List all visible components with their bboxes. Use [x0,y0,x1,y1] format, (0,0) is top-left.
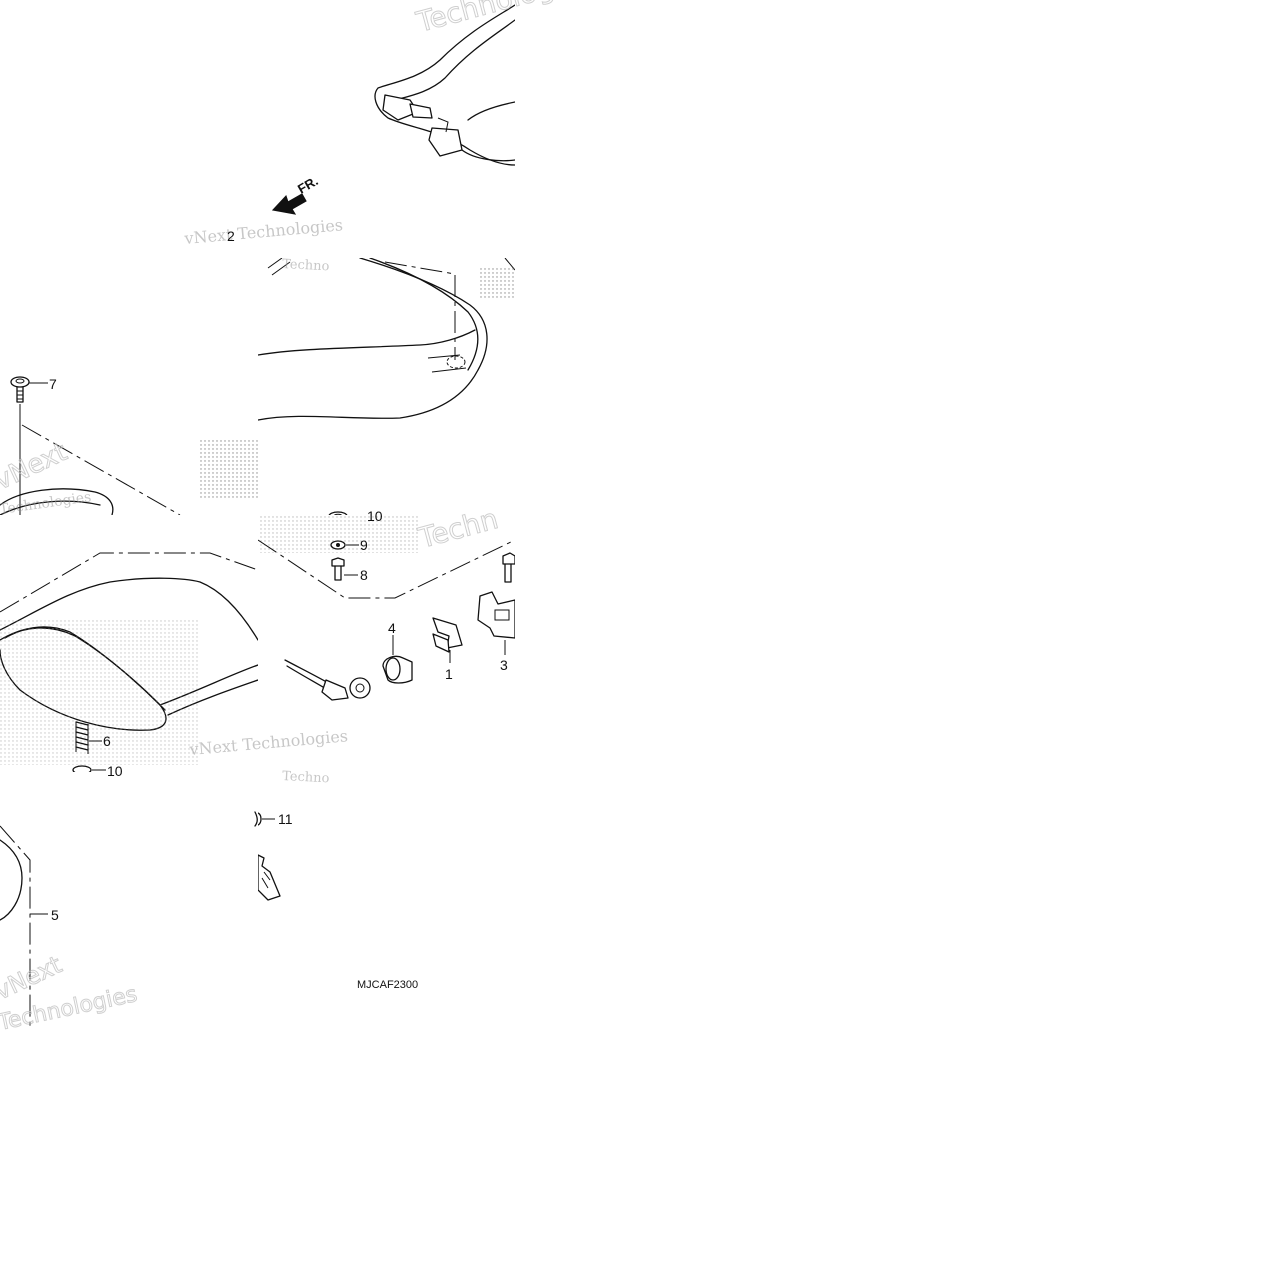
seat-bottom-section [0,811,258,1029]
callout-1: 1 [445,666,453,682]
callout-5: 5 [51,907,59,923]
bolt-section [0,376,258,515]
callout-9: 9 [360,537,368,553]
watermark-text: vNext Technologies [183,215,344,248]
watermark-text: vNext [0,950,66,1005]
rider-seat-side-section [258,258,515,515]
callout-labels: FR. 2 7 10 9 8 4 1 3 6 10 11 5 MJCAF2300 [49,173,508,991]
lock-hardware-section [258,515,515,701]
arrow-left-icon [271,193,307,215]
passenger-seat-section [0,552,258,772]
callout-11: 11 [278,811,293,827]
direction-label: FR. [295,173,321,196]
callout-10: 10 [367,508,383,524]
watermark-text: Technologies [0,489,92,518]
watermark-text: Techno [282,257,330,274]
callout-2: 2 [227,228,235,244]
callout-10-lower: 10 [107,763,123,779]
watermark-text: vNext Technologies [188,726,349,759]
callout-7: 7 [49,376,57,392]
diagram-code: MJCAF2300 [357,979,418,991]
watermark-text: Techno [282,769,330,786]
callout-3: 3 [500,657,508,673]
watermark-text: Techn [414,502,501,555]
callout-6: 6 [103,733,111,749]
watermark-text: vNext [0,437,72,496]
callout-4: 4 [388,620,396,636]
watermark-text: Technologies [412,0,595,39]
rider-seat-top-section [271,4,515,215]
callout-8: 8 [360,567,368,583]
part-11-section [258,812,281,901]
